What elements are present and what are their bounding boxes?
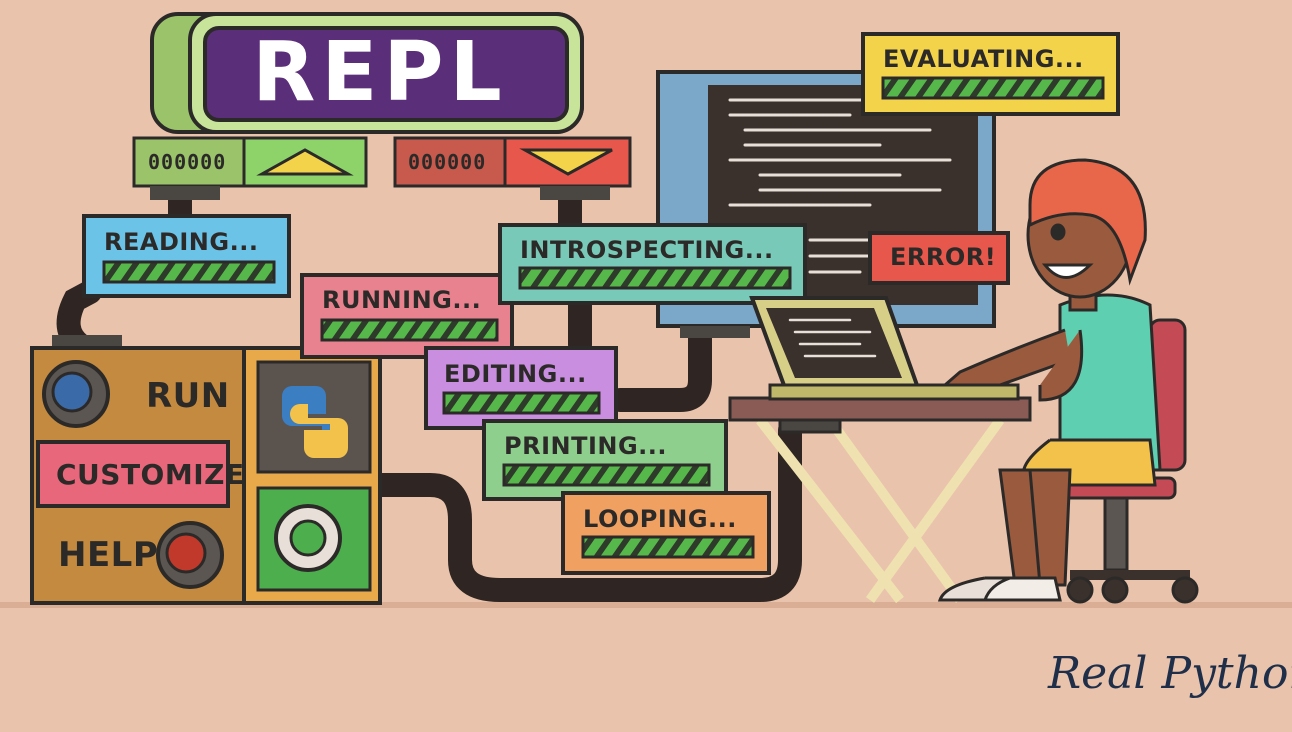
evaluating-box [861, 32, 1120, 116]
stage-reading-label: READING... [104, 228, 259, 256]
repl-sign [150, 12, 584, 134]
error-label: ERROR! [890, 243, 997, 271]
stage-editing-label: EDITING... [444, 360, 587, 388]
stage-running-label: RUNNING... [322, 286, 482, 314]
floor-line [0, 602, 1292, 608]
person [937, 158, 1162, 602]
stage-printing-label: PRINTING... [504, 432, 668, 460]
looping-box [561, 491, 771, 575]
counter-left-digits: 000000 [148, 150, 227, 174]
printing-box [482, 419, 728, 501]
stage-evaluating-label: EVALUATING... [883, 45, 1084, 73]
reading-box [82, 214, 291, 298]
sign-connector [150, 186, 220, 200]
customize-label: CUSTOMIZE [56, 458, 245, 491]
control-panel [30, 335, 382, 605]
laptop [749, 296, 1020, 401]
help-label: HELP [58, 535, 159, 575]
introspecting-box [498, 223, 807, 305]
counter-left [132, 136, 368, 188]
desk [728, 396, 1032, 604]
stage-looping-label: LOOPING... [583, 505, 737, 533]
brand-logo: Real Python [1048, 648, 1292, 699]
run-label: RUN [146, 376, 230, 416]
running-box [300, 273, 514, 359]
error-box [868, 231, 1010, 285]
python-logo-icon [282, 386, 348, 458]
counter-right [393, 136, 632, 188]
counter-right-digits: 000000 [408, 150, 487, 174]
repl-title: REPL [252, 25, 508, 120]
stage-introspecting-label: INTROSPECTING... [520, 236, 774, 264]
sign-connector [540, 186, 610, 200]
